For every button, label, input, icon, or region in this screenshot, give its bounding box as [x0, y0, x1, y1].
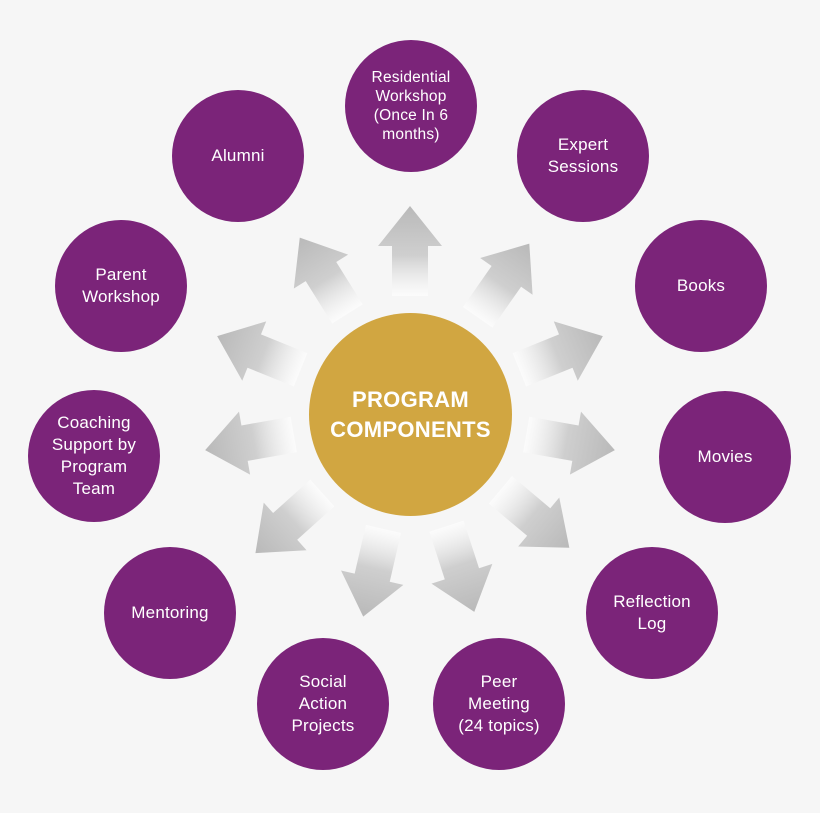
node-label-line: Workshop: [375, 88, 447, 105]
node-label-line: Parent: [95, 265, 147, 284]
arrow-to-peer-meeting: [429, 520, 493, 612]
node-label-line: Workshop: [82, 287, 160, 306]
node-label-line: Residential: [371, 69, 451, 86]
node-label-line: Movies: [697, 447, 753, 466]
center-line-2: COMPONENTS: [330, 416, 491, 442]
node-books: Books: [635, 220, 767, 352]
node-label-line: Coaching: [57, 413, 131, 432]
node-label-line: Support by: [51, 435, 137, 454]
node-label: Mentoring: [131, 602, 208, 624]
node-movies: Movies: [659, 391, 791, 523]
arrow-to-coaching-support: [205, 411, 297, 475]
node-label-line: Expert: [557, 135, 609, 154]
arrow-to-reflection-log: [488, 476, 570, 548]
center-line-1: PROGRAM: [352, 386, 469, 412]
arrow-to-residential-workshop: [378, 206, 442, 296]
node-label-line: Peer: [480, 672, 518, 691]
node-label: Books: [677, 275, 725, 297]
arrow-to-parent-workshop: [217, 321, 308, 387]
node-label-line: Action: [298, 694, 348, 713]
node-label-line: Team: [72, 479, 116, 498]
node-label-line: Alumni: [211, 146, 265, 165]
node-mentoring: Mentoring: [104, 547, 236, 679]
node-label-line: Reflection: [613, 592, 691, 611]
node-label-line: Projects: [291, 716, 355, 735]
arrow-to-alumni: [293, 237, 363, 324]
arrow-to-social-action-projects: [341, 524, 404, 617]
node-label-line: months): [382, 126, 440, 143]
arrow-to-movies: [523, 411, 615, 475]
node-label: Movies: [697, 446, 752, 468]
node-label-line: Meeting: [468, 694, 530, 713]
node-label-line: Social: [299, 672, 347, 691]
arrow-to-expert-sessions: [462, 243, 533, 328]
node-label: Alumni: [211, 145, 264, 167]
node-label-line: Program: [60, 457, 128, 476]
node-label-line: (Once In 6: [373, 107, 449, 124]
node-label-line: Mentoring: [131, 603, 209, 622]
arrow-to-books: [512, 321, 603, 387]
center-hub: PROGRAM COMPONENTS: [309, 313, 512, 516]
node-label-line: (24 topics): [458, 716, 540, 735]
arrow-to-mentoring: [255, 479, 335, 554]
node-alumni: Alumni: [172, 90, 304, 222]
node-label-line: Log: [637, 614, 667, 633]
node-label-line: Books: [676, 276, 726, 295]
node-label-line: Sessions: [547, 157, 619, 176]
